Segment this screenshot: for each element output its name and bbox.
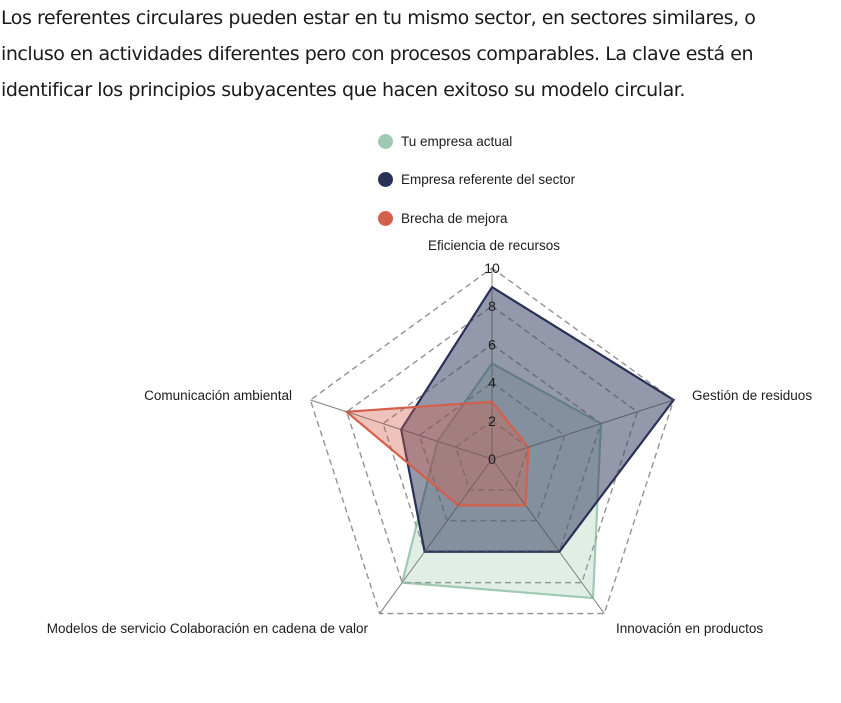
tick-label: 2 bbox=[488, 413, 496, 429]
tick-label: 6 bbox=[488, 336, 496, 352]
grid-ring-overlay bbox=[309, 267, 675, 615]
series-polygon[interactable] bbox=[343, 400, 530, 507]
axis-line-overlay bbox=[310, 399, 493, 460]
axis-label-modelos-colaboracion: Modelos de servicio Colaboración en cade… bbox=[47, 621, 369, 636]
tick-label: 10 bbox=[484, 260, 500, 276]
series-polygon[interactable] bbox=[400, 285, 676, 553]
intro-line-3: identificar los principios subyacentes q… bbox=[1, 79, 686, 101]
grid-ring-overlay bbox=[454, 420, 530, 491]
legend-dot-icon bbox=[378, 172, 393, 188]
axis-line-overlay bbox=[379, 458, 493, 614]
legend-item-reference-company[interactable]: Empresa referente del sector bbox=[378, 161, 575, 200]
legend-item-current-company[interactable]: Tu empresa actual bbox=[378, 122, 575, 161]
legend-dot-icon bbox=[378, 133, 393, 149]
intro-line-2: incluso en actividades diferentes pero c… bbox=[1, 43, 754, 65]
legend-label: Empresa referente del sector bbox=[401, 172, 576, 188]
axis-line-overlay bbox=[491, 399, 674, 460]
legend-dot-icon bbox=[378, 210, 393, 226]
legend-label: Tu empresa actual bbox=[401, 133, 513, 149]
chart-legend: Tu empresa actual Empresa referente del … bbox=[378, 122, 575, 238]
legend-item-improvement-gap[interactable]: Brecha de mejora bbox=[378, 199, 575, 238]
axis-line-overlay bbox=[491, 458, 605, 614]
axis-label-comunicacion: Comunicación ambiental bbox=[144, 388, 292, 403]
axis-label-gestion: Gestión de residuos bbox=[692, 388, 812, 403]
axis-label-eficiencia: Eficiencia de recursos bbox=[428, 238, 560, 253]
tick-label: 4 bbox=[488, 375, 496, 391]
grid-ring bbox=[309, 267, 675, 615]
axis-label-innovacion: Innovación en productos bbox=[616, 621, 763, 636]
legend-label: Brecha de mejora bbox=[401, 210, 508, 226]
intro-paragraph: Los referentes circulares pueden estar e… bbox=[1, 0, 841, 108]
tick-label: 0 bbox=[488, 451, 496, 467]
grid-ring-overlay bbox=[418, 381, 566, 522]
tick-label: 8 bbox=[488, 298, 496, 314]
radar-series bbox=[309, 267, 676, 615]
radar-axis-labels: Eficiencia de recursos Gestión de residu… bbox=[47, 238, 813, 636]
grid-ring-overlay bbox=[382, 343, 602, 553]
intro-line-1: Los referentes circulares pueden estar e… bbox=[1, 7, 756, 29]
radar-tick-labels: 0 2 4 6 8 10 bbox=[484, 260, 500, 467]
